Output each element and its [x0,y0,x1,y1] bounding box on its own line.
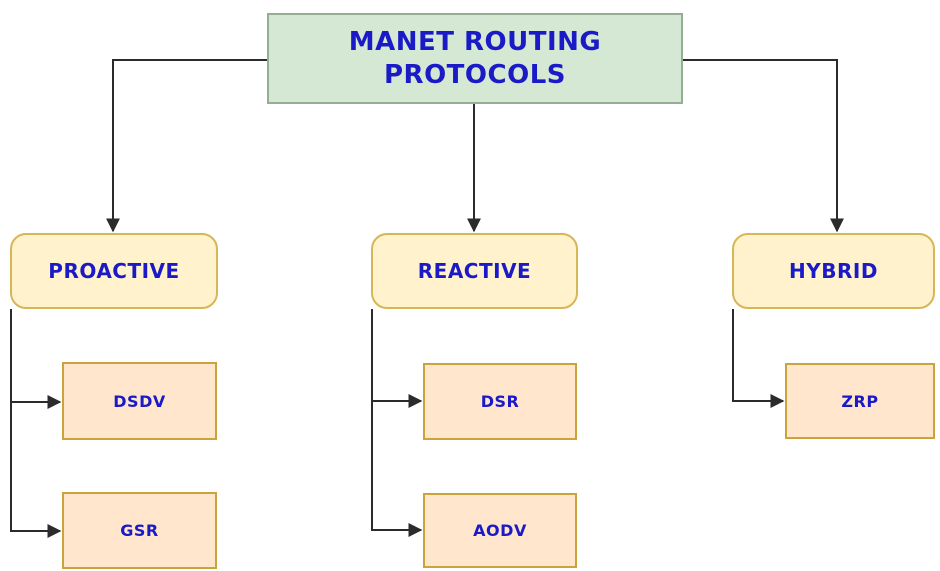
protocol-node-zrp: ZRP [785,363,935,439]
protocol-node-aodv: AODV [423,493,577,568]
category-label: REACTIVE [417,259,532,283]
root-node-manet-routing-protocols: MANET ROUTING PROTOCOLS [267,13,683,104]
category-node-proactive: PROACTIVE [10,233,218,309]
connector-reactive-aodv [371,309,423,537]
category-node-hybrid: HYBRID [732,233,935,309]
root-node-label: MANET ROUTING PROTOCOLS [348,27,602,90]
protocol-node-dsr: DSR [423,363,577,440]
connector-proactive-dsdv [10,309,62,409]
connector-reactive-dsr [371,309,423,408]
protocol-label: AODV [473,521,527,540]
category-label: HYBRID [789,259,878,283]
category-node-reactive: REACTIVE [371,233,578,309]
protocol-label: ZRP [841,391,879,411]
protocol-node-gsr: GSR [62,492,217,569]
connector-hybrid-zrp [732,309,785,408]
connector-proactive-gsr [10,309,62,538]
connector-root-proactive [106,59,267,233]
protocol-label: DSDV [113,391,166,411]
protocol-label: DSR [480,392,520,411]
protocol-label: GSR [120,521,159,540]
category-label: PROACTIVE [48,259,180,283]
protocol-node-dsdv: DSDV [62,362,217,440]
connector-root-hybrid [683,59,844,233]
